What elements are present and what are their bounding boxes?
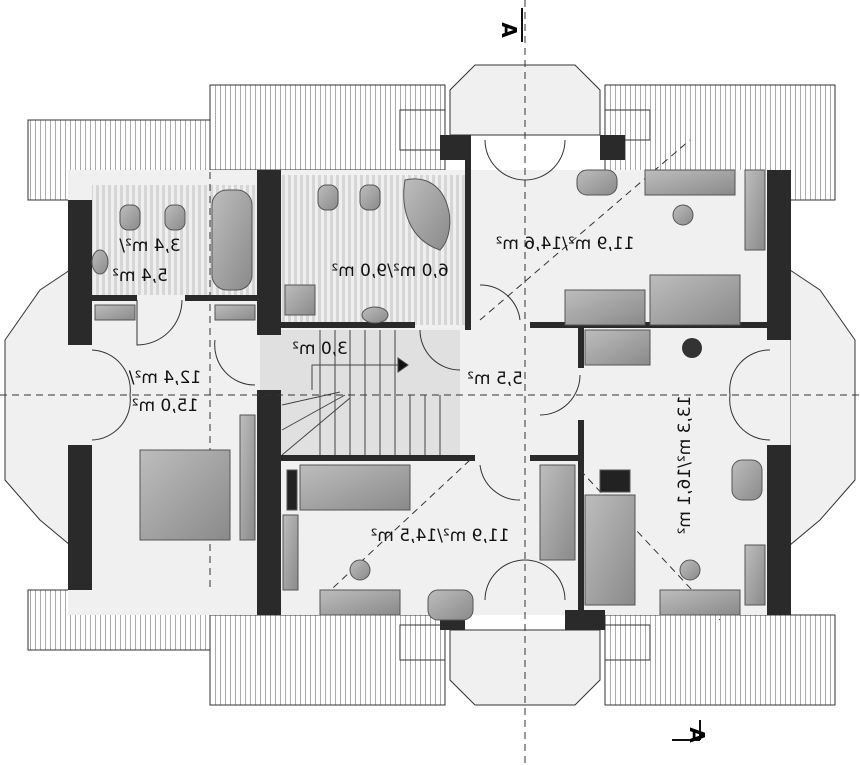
bed-right bbox=[584, 494, 636, 606]
room-area-label: 13,3 m²/16,1 m² bbox=[675, 396, 695, 535]
room-area-label: 11,9 m²/14,5 m² bbox=[371, 526, 510, 546]
room-area-label: 12,4 m²/ bbox=[129, 368, 202, 388]
wardrobe bbox=[239, 414, 256, 541]
room-area-label: 11,9 m²/14,6 m² bbox=[496, 234, 635, 254]
double-bed bbox=[139, 449, 231, 541]
sideboard bbox=[584, 329, 651, 366]
section-marker-bottom: A bbox=[672, 720, 709, 743]
furniture bbox=[91, 169, 766, 621]
staircase bbox=[281, 330, 441, 456]
armchair-3 bbox=[576, 169, 618, 196]
room-area-label: 3,0 m² bbox=[292, 339, 348, 359]
bay-windows bbox=[4, 64, 856, 706]
plant-icon bbox=[682, 338, 702, 358]
doors bbox=[91, 139, 771, 601]
chair-2 bbox=[679, 559, 701, 581]
shelf-2 bbox=[214, 304, 256, 321]
walls bbox=[68, 135, 791, 630]
corner-bath bbox=[403, 178, 451, 251]
desk-4 bbox=[644, 169, 736, 196]
bidet-2 bbox=[359, 184, 381, 211]
heater bbox=[286, 469, 298, 511]
bathtub bbox=[211, 189, 253, 291]
room-labels: 3,4 m²/ 5,4 m² 6,0 m²/9,0 m² 11,9 m²/14,… bbox=[112, 234, 695, 546]
room-area-label: 5,5 m² bbox=[467, 369, 523, 389]
shelf-3 bbox=[744, 544, 766, 606]
bidet bbox=[164, 204, 186, 231]
bed-top-right bbox=[649, 274, 741, 326]
desk-2 bbox=[659, 589, 741, 616]
stove bbox=[599, 469, 631, 493]
toilet-2 bbox=[317, 184, 339, 211]
armchair-2 bbox=[731, 459, 763, 501]
shelf-4 bbox=[744, 169, 766, 251]
section-label: A bbox=[685, 727, 709, 743]
room-area-label: 3,4 m²/ bbox=[119, 236, 181, 256]
cabinet bbox=[539, 464, 576, 561]
desk bbox=[319, 589, 401, 616]
sink bbox=[91, 249, 109, 275]
chair bbox=[349, 559, 371, 581]
toilet bbox=[119, 204, 141, 231]
bed-bottom bbox=[299, 464, 411, 511]
room-area-label: 5,4 m² bbox=[112, 266, 168, 286]
chair-3 bbox=[672, 204, 694, 226]
roof-hatching bbox=[27, 84, 836, 706]
sink-2 bbox=[361, 306, 389, 324]
shelf bbox=[94, 304, 136, 321]
room-area-label: 6,0 m²/9,0 m² bbox=[331, 261, 448, 281]
washing-machine bbox=[284, 284, 316, 316]
wardrobe-2 bbox=[282, 514, 299, 591]
desk-3 bbox=[564, 289, 646, 326]
armchair bbox=[427, 589, 474, 621]
room-area-label: 15,0 m² bbox=[132, 396, 199, 416]
section-marker-top: A bbox=[497, 8, 523, 42]
section-label: A bbox=[497, 22, 521, 38]
